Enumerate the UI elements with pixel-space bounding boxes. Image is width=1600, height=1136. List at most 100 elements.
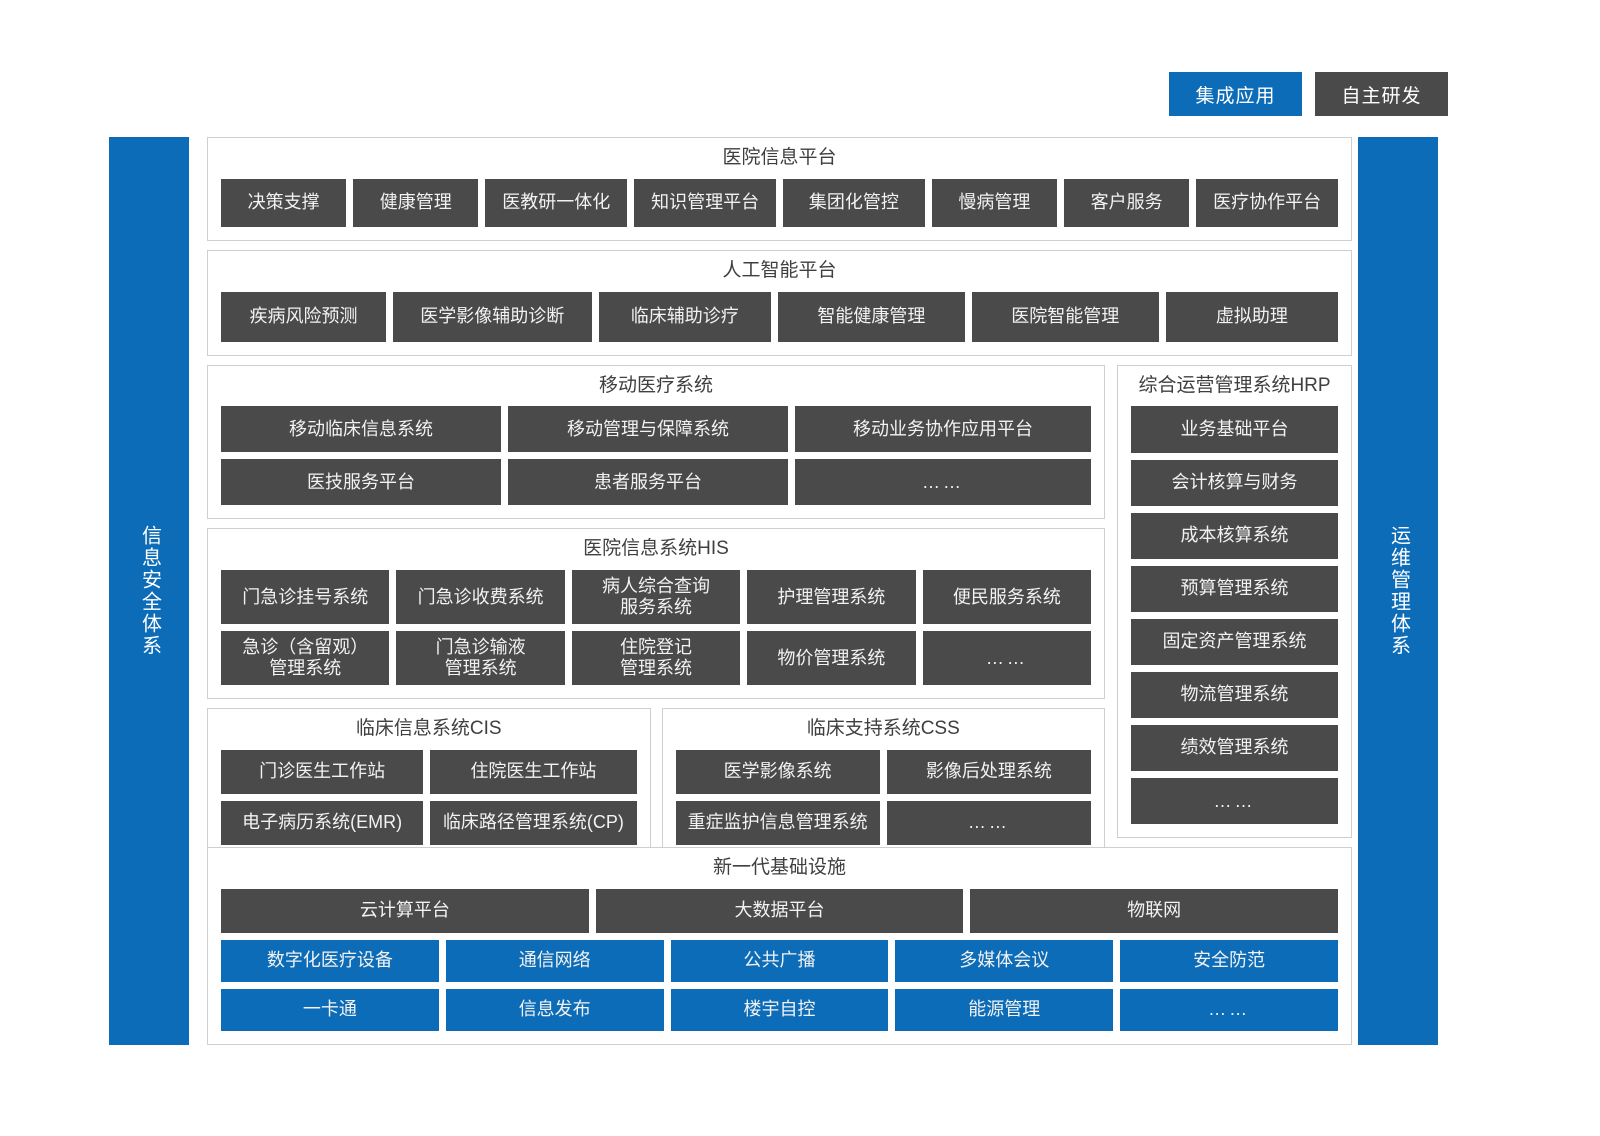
tile-hrp-7[interactable]: …… bbox=[1131, 778, 1338, 825]
panel-title-cis: 临床信息系统CIS bbox=[355, 718, 502, 740]
tile-infra-r2-3[interactable]: 多媒体会议 bbox=[895, 940, 1114, 982]
panel-title-platform: 医院信息平台 bbox=[722, 147, 837, 168]
tile-his-r1-0[interactable]: 门急诊挂号系统 bbox=[221, 570, 390, 625]
rail-right-label: 运维管理体系 bbox=[1387, 525, 1410, 657]
cis-row-1: 门诊医生工作站 住院医生工作站 bbox=[221, 749, 637, 794]
middle-left-column: 移动医疗系统 移动临床信息系统 移动管理与保障系统 移动业务协作应用平台 医技服… bbox=[207, 364, 1105, 859]
tile-platform-5[interactable]: 慢病管理 bbox=[931, 178, 1057, 227]
panel-css: 临床支持系统CSS 医学影像系统 影像后处理系统 重症监护信息管理系统 …… bbox=[661, 708, 1105, 859]
tile-platform-1[interactable]: 健康管理 bbox=[353, 178, 479, 227]
css-row-1: 医学影像系统 影像后处理系统 bbox=[675, 749, 1091, 794]
tile-infra-r3-0[interactable]: 一卡通 bbox=[221, 989, 439, 1031]
tile-his-r1-3[interactable]: 护理管理系统 bbox=[747, 570, 916, 625]
tile-cis-r2-1[interactable]: 临床路径管理系统(CP) bbox=[430, 800, 637, 845]
tile-cis-r2-0[interactable]: 电子病历系统(EMR) bbox=[221, 800, 424, 845]
panel-title-hrp: 综合运营管理系统HRP bbox=[1138, 374, 1331, 396]
tile-platform-6[interactable]: 客户服务 bbox=[1064, 178, 1190, 227]
cis-row-2: 电子病历系统(EMR) 临床路径管理系统(CP) bbox=[221, 800, 637, 845]
his-row-1: 门急诊挂号系统 门急诊收费系统 病人综合查询 服务系统 护理管理系统 便民服务系… bbox=[221, 570, 1092, 625]
his-row-2: 急诊（含留观） 管理系统 门急诊输液 管理系统 住院登记 管理系统 物价管理系统… bbox=[221, 631, 1092, 686]
legend-chip-integrated: 集成应用 bbox=[1169, 72, 1302, 116]
tile-infra-r2-0[interactable]: 数字化医疗设备 bbox=[221, 940, 439, 982]
panel-title-infrastructure: 新一代基础设施 bbox=[712, 857, 846, 879]
tile-hrp-5[interactable]: 物流管理系统 bbox=[1131, 671, 1338, 719]
panel-title-his: 医院信息系统HIS bbox=[583, 538, 729, 560]
tile-infra-r3-1[interactable]: 信息发布 bbox=[445, 989, 664, 1031]
tile-platform-0[interactable]: 决策支撑 bbox=[221, 178, 347, 227]
tile-mobile-r2-1[interactable]: 患者服务平台 bbox=[507, 459, 788, 506]
tile-platform-4[interactable]: 集团化管控 bbox=[783, 178, 925, 227]
panel-hospital-information-platform: 医院信息平台 决策支撑 健康管理 医教研一体化 知识管理平台 集团化管控 慢病管… bbox=[207, 137, 1352, 241]
infrastructure-row-3: 一卡通 信息发布 楼宇自控 能源管理 …… bbox=[221, 989, 1338, 1031]
tile-hrp-6[interactable]: 绩效管理系统 bbox=[1131, 725, 1338, 772]
ai-row: 疾病风险预测 医学影像辅助诊断 临床辅助诊疗 智能健康管理 医院智能管理 虚拟助… bbox=[221, 291, 1338, 342]
tile-platform-7[interactable]: 医疗协作平台 bbox=[1196, 178, 1338, 227]
tile-cis-r1-0[interactable]: 门诊医生工作站 bbox=[221, 749, 424, 794]
tile-his-r2-0[interactable]: 急诊（含留观） 管理系统 bbox=[221, 631, 390, 686]
tile-css-r1-0[interactable]: 医学影像系统 bbox=[675, 749, 880, 794]
legend-chip-self-developed: 自主研发 bbox=[1315, 72, 1448, 116]
panel-mobile-medical-system: 移动医疗系统 移动临床信息系统 移动管理与保障系统 移动业务协作应用平台 医技服… bbox=[207, 364, 1105, 520]
tile-mobile-r1-0[interactable]: 移动临床信息系统 bbox=[221, 406, 501, 453]
tile-his-r1-4[interactable]: 便民服务系统 bbox=[922, 570, 1092, 625]
rail-information-security: 信息安全体系 bbox=[109, 137, 189, 1045]
tile-infra-r2-4[interactable]: 安全防范 bbox=[1120, 940, 1338, 982]
panel-ai-platform: 人工智能平台 疾病风险预测 医学影像辅助诊断 临床辅助诊疗 智能健康管理 医院智… bbox=[207, 249, 1352, 356]
tile-ai-4[interactable]: 医院智能管理 bbox=[971, 291, 1159, 342]
tile-hrp-3[interactable]: 预算管理系统 bbox=[1131, 565, 1338, 612]
tile-infra-r2-1[interactable]: 通信网络 bbox=[445, 940, 664, 982]
tile-his-r2-3[interactable]: 物价管理系统 bbox=[747, 631, 916, 686]
middle-region: 移动医疗系统 移动临床信息系统 移动管理与保障系统 移动业务协作应用平台 医技服… bbox=[207, 364, 1352, 859]
tile-mobile-r2-2[interactable]: …… bbox=[794, 459, 1091, 506]
tile-css-r2-1[interactable]: …… bbox=[886, 800, 1091, 845]
tile-infra-r2-2[interactable]: 公共广播 bbox=[670, 940, 889, 982]
panel-title-css: 临床支持系统CSS bbox=[806, 718, 960, 740]
tile-his-r2-4[interactable]: …… bbox=[922, 631, 1092, 686]
infrastructure-row-2: 数字化医疗设备 通信网络 公共广播 多媒体会议 安全防范 bbox=[221, 940, 1338, 982]
tile-hrp-2[interactable]: 成本核算系统 bbox=[1131, 512, 1338, 559]
tile-infra-r1-2[interactable]: 物联网 bbox=[970, 889, 1339, 933]
tile-hrp-0[interactable]: 业务基础平台 bbox=[1131, 406, 1338, 453]
tile-ai-2[interactable]: 临床辅助诊疗 bbox=[598, 291, 771, 342]
panel-hrp: 综合运营管理系统HRP 业务基础平台 会计核算与财务 成本核算系统 预算管理系统… bbox=[1117, 364, 1352, 839]
tile-ai-0[interactable]: 疾病风险预测 bbox=[221, 291, 387, 342]
legend: 集成应用 自主研发 bbox=[1169, 72, 1448, 116]
tile-ai-1[interactable]: 医学影像辅助诊断 bbox=[393, 291, 592, 342]
tile-his-r2-2[interactable]: 住院登记 管理系统 bbox=[571, 631, 741, 686]
tile-infra-r1-0[interactable]: 云计算平台 bbox=[221, 889, 589, 933]
tile-infra-r3-4[interactable]: …… bbox=[1120, 989, 1338, 1031]
tile-his-r2-1[interactable]: 门急诊输液 管理系统 bbox=[396, 631, 565, 686]
mobile-row-2: 医技服务平台 患者服务平台 …… bbox=[221, 459, 1091, 506]
panel-cis: 临床信息系统CIS 门诊医生工作站 住院医生工作站 电子病历系统(EMR) 临床… bbox=[207, 708, 651, 859]
hrp-column: 综合运营管理系统HRP 业务基础平台 会计核算与财务 成本核算系统 预算管理系统… bbox=[1117, 364, 1352, 839]
panel-infrastructure: 新一代基础设施 云计算平台 大数据平台 物联网 数字化医疗设备 通信网络 公共广… bbox=[207, 847, 1352, 1045]
mobile-row-1: 移动临床信息系统 移动管理与保障系统 移动业务协作应用平台 bbox=[221, 406, 1091, 453]
panel-his: 医院信息系统HIS 门急诊挂号系统 门急诊收费系统 病人综合查询 服务系统 护理… bbox=[207, 528, 1105, 700]
tile-mobile-r1-2[interactable]: 移动业务协作应用平台 bbox=[794, 406, 1091, 453]
architecture-stack: 医院信息平台 决策支撑 健康管理 医教研一体化 知识管理平台 集团化管控 慢病管… bbox=[207, 137, 1352, 1045]
tile-mobile-r2-0[interactable]: 医技服务平台 bbox=[221, 459, 501, 506]
rail-left-label: 信息安全体系 bbox=[138, 525, 161, 657]
tile-infra-r1-1[interactable]: 大数据平台 bbox=[595, 889, 964, 933]
infrastructure-row-1: 云计算平台 大数据平台 物联网 bbox=[221, 889, 1339, 933]
tile-his-r1-2[interactable]: 病人综合查询 服务系统 bbox=[571, 570, 741, 625]
tile-infra-r3-3[interactable]: 能源管理 bbox=[895, 989, 1114, 1031]
tile-ai-3[interactable]: 智能健康管理 bbox=[777, 291, 965, 342]
clinical-twin-panels: 临床信息系统CIS 门诊医生工作站 住院医生工作站 电子病历系统(EMR) 临床… bbox=[207, 708, 1105, 859]
tile-ai-5[interactable]: 虚拟助理 bbox=[1165, 291, 1338, 342]
tile-his-r1-1[interactable]: 门急诊收费系统 bbox=[396, 570, 565, 625]
tile-platform-2[interactable]: 医教研一体化 bbox=[485, 178, 628, 227]
panel-title-ai: 人工智能平台 bbox=[722, 259, 837, 281]
platform-row: 决策支撑 健康管理 医教研一体化 知识管理平台 集团化管控 慢病管理 客户服务 … bbox=[221, 178, 1338, 227]
css-row-2: 重症监护信息管理系统 …… bbox=[675, 800, 1091, 845]
tile-infra-r3-2[interactable]: 楼宇自控 bbox=[670, 989, 889, 1031]
tile-mobile-r1-1[interactable]: 移动管理与保障系统 bbox=[507, 406, 788, 453]
tile-hrp-4[interactable]: 固定资产管理系统 bbox=[1131, 618, 1338, 665]
tile-platform-3[interactable]: 知识管理平台 bbox=[634, 178, 776, 227]
tile-css-r1-1[interactable]: 影像后处理系统 bbox=[886, 749, 1091, 794]
tile-css-r2-0[interactable]: 重症监护信息管理系统 bbox=[675, 800, 880, 845]
rail-operation-maintenance: 运维管理体系 bbox=[1358, 137, 1438, 1045]
tile-cis-r1-1[interactable]: 住院医生工作站 bbox=[430, 749, 637, 794]
tile-hrp-1[interactable]: 会计核算与财务 bbox=[1131, 459, 1338, 506]
hrp-list: 业务基础平台 会计核算与财务 成本核算系统 预算管理系统 固定资产管理系统 物流… bbox=[1131, 406, 1338, 825]
